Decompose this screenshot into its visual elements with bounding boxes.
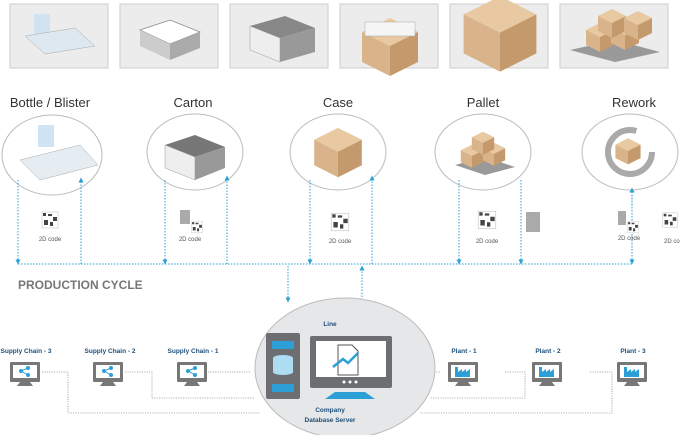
code-label: 2D code (179, 237, 202, 243)
code-label: 2D code (329, 239, 352, 245)
datamatrix-icon (41, 211, 59, 229)
plant-nodes: Plant - 1 Plant - 2 Plant - 3 (448, 348, 647, 386)
code-label: 2D code (39, 237, 62, 243)
stage-label-case: Case (323, 95, 353, 110)
code-markers: 2D code 2D code 2D code 2D code 2D code … (39, 210, 680, 245)
share-monitor-icon (10, 362, 40, 386)
plant-3-label: Plant - 3 (620, 348, 646, 355)
server-top-label: Line (323, 321, 337, 328)
supply-chain-nodes: Supply Chain - 3 Supply Chain - 2 Supply… (1, 348, 219, 386)
tile-carton (119, 3, 219, 69)
code-label: 2D code (618, 236, 641, 242)
share-monitor-icon (93, 362, 123, 386)
server-label-2: Database Server (305, 417, 356, 424)
stage-label-carton: Carton (173, 95, 212, 110)
tile-carton-box (229, 3, 329, 69)
barcode-icon (618, 211, 626, 225)
circle-pallet (434, 113, 532, 191)
tile-case (449, 0, 549, 72)
stage-label-pallet: Pallet (467, 95, 500, 110)
barcode-icon (526, 212, 540, 232)
plant-1-label: Plant - 1 (451, 348, 477, 355)
supply-chain-1-label: Supply Chain - 1 (168, 348, 219, 355)
datamatrix-grid-icon (330, 212, 350, 232)
stage-circles (1, 113, 679, 196)
company-database-server: Line Company Database Server (254, 297, 436, 435)
code-label: 2D code (476, 239, 499, 245)
factory-monitor-icon (532, 362, 562, 386)
factory-monitor-icon (617, 362, 647, 386)
supply-chain-2-label: Supply Chain - 2 (85, 348, 136, 355)
share-monitor-icon (177, 362, 207, 386)
factory-monitor-icon (448, 362, 478, 386)
stage-label-rework: Rework (612, 95, 657, 110)
circle-case (289, 113, 387, 191)
plant-2-label: Plant - 2 (535, 348, 561, 355)
barcode-icon (180, 210, 190, 224)
supply-chain-3-label: Supply Chain - 3 (1, 348, 52, 355)
tile-pallet (559, 3, 669, 69)
tile-blister (9, 3, 109, 69)
production-cycle-heading: PRODUCTION CYCLE (18, 278, 143, 292)
server-label-1: Company (315, 407, 345, 414)
top-image-strip (9, 0, 669, 76)
tile-case-open (339, 3, 439, 76)
circle-bottle-blister (1, 114, 103, 196)
circle-rework (581, 113, 679, 191)
datamatrix-icon (477, 210, 497, 230)
circle-carton (146, 113, 244, 191)
stage-label-bottle-blister: Bottle / Blister (10, 95, 91, 110)
code-label: 2D co (664, 239, 680, 245)
